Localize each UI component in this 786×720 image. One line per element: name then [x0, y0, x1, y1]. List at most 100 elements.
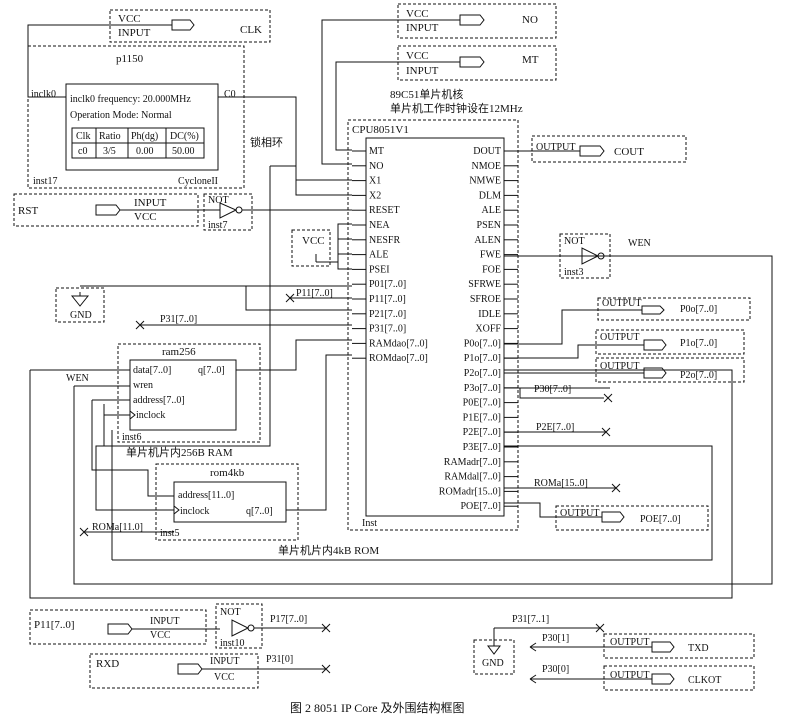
cpu-right-pin: NMWE [469, 176, 501, 187]
ram-clock-wire [103, 166, 271, 447]
clkot-label: CLKOT [688, 675, 721, 686]
pll-td-3: 50.00 [172, 146, 195, 157]
pll-inclk-port: inclk0 [31, 89, 56, 100]
output-label: OUTPUT [600, 361, 639, 372]
rom-pin-inclock: inclock [180, 506, 209, 517]
cpu-core: CPU8051V1 Inst MTNOX1X2RESETNEANESFRALEP… [347, 119, 519, 531]
rom-block: rom4kb address[11..0] inclock q[7..0] in… [155, 463, 379, 557]
not-label: NOT [564, 236, 585, 247]
vcc-label: VCC [150, 630, 171, 641]
cpu-right-pin: P3o[7..0] [464, 383, 501, 394]
txd-output: OUTPUT TXD P30[1] [529, 633, 755, 659]
pll-title: p1150 [116, 53, 144, 65]
p1o-label: P1o[7..0] [680, 338, 717, 349]
pll-th-0: Clk [76, 131, 90, 142]
cpu-inst: Inst [362, 518, 377, 529]
figure-caption: 图 2 8051 IP Core 及外围结构框图 [290, 700, 465, 715]
cpu-right-pin: DOUT [473, 146, 501, 157]
output-label: OUTPUT [602, 298, 641, 309]
clk-label: CLK [240, 24, 262, 36]
output-label: OUTPUT [610, 670, 649, 681]
txd-label: TXD [688, 643, 709, 654]
address-wire [91, 399, 174, 497]
cpu-right-pin: P3E[7..0] [463, 442, 501, 453]
cpu-left-pin: RESET [369, 205, 400, 216]
poe-output: OUTPUT POE[7..0] [504, 502, 709, 531]
no-label: NO [522, 14, 538, 26]
pll-mode-text: Operation Mode: Normal [70, 110, 172, 121]
rom-pin-address: address[11..0] [178, 490, 234, 501]
rst-input: RST INPUT VCC [13, 193, 199, 227]
vcc-label: VCC [134, 211, 157, 223]
p11-input-label: P11[7..0] [34, 619, 75, 631]
pll-c0-port: C0 [224, 89, 236, 100]
ram-note: 单片机片内256B RAM [126, 445, 233, 459]
cpu-right-pin: DLM [479, 190, 501, 201]
core-note-2: 单片机工作时钟设在12MHz [390, 101, 523, 115]
not-label: NOT [208, 195, 229, 206]
rxd-input: RXD INPUT VCC P31[0] [89, 653, 331, 689]
cpu-right-pin: RAMadr[7..0] [444, 457, 501, 468]
gnd-label: GND [482, 658, 504, 669]
cpu-right-pin: XOFF [475, 324, 501, 335]
mt-label: MT [522, 54, 539, 66]
ram-pin-address: address[7..0] [133, 395, 185, 406]
clk-input: VCC INPUT CLK [109, 9, 271, 43]
cpu-left-pin: NO [369, 161, 383, 172]
p1o-output: OUTPUT P1o[7..0] [504, 329, 745, 359]
rom-title: rom4kb [210, 467, 245, 479]
vcc-label: VCC [118, 13, 141, 25]
p31-0-label: P31[0] [266, 654, 293, 665]
cpu-right-pin: PSEN [477, 220, 501, 231]
cpu-right-pin: FWE [480, 250, 501, 261]
cpu-right-pin: P1E[7..0] [463, 412, 501, 423]
cpu-left-pin: MT [369, 146, 384, 157]
ramdao-wire [236, 339, 352, 371]
p31-signal-label: P31[7..0] [160, 314, 197, 325]
c0-wire [218, 96, 352, 181]
rom-pin-q: q[7..0] [246, 506, 273, 517]
cpu-left-pin: P11[7..0] [369, 294, 406, 305]
cpu-right-pin: SFROE [470, 294, 501, 305]
wen-left-label: WEN [66, 373, 89, 384]
pll-freq-text: inclk0 frequency: 20.000MHz [70, 94, 191, 105]
pll-th-3: DC(%) [170, 131, 199, 142]
input-label: INPUT [134, 197, 167, 209]
p30-signal-label: P30[7..0] [534, 384, 571, 395]
cpu-title: CPU8051V1 [352, 124, 409, 136]
ram-pin-q: q[7..0] [198, 365, 225, 376]
pll-inst: inst17 [33, 176, 57, 187]
ram-pin-inclock: inclock [136, 410, 165, 421]
cpu-left-pin: RAMdao[7..0] [369, 338, 428, 349]
p11-signal-label: P11[7..0] [296, 288, 333, 299]
cpu-right-pin: IDLE [478, 309, 501, 320]
input-label: INPUT [406, 22, 439, 34]
p31-71-label: P31[7..1] [512, 614, 549, 625]
not-gate-inst10: NOT inst10 P17[7..0] [215, 603, 331, 649]
cpu-right-pin: P2E[7..0] [463, 427, 501, 438]
cpu-right-pin: ALE [482, 205, 501, 216]
cpu-left-pin: PSEI [369, 264, 390, 275]
cpu-right-pin: FOE [482, 264, 501, 275]
p2e-signal-label: P2E[7..0] [536, 422, 574, 433]
ram-block: ram256 data[7..0] wren address[7..0] inc… [117, 343, 261, 459]
x2-wire [295, 180, 352, 196]
output-label: OUTPUT [600, 332, 639, 343]
no-wire [321, 19, 404, 165]
gnd-upper: GND [55, 285, 352, 323]
inst3-label: inst3 [564, 267, 583, 278]
ram-inst: inst6 [122, 432, 141, 443]
cpu-left-pin: P21[7..0] [369, 309, 406, 320]
ram-title: ram256 [162, 346, 196, 358]
input-label: INPUT [210, 656, 239, 667]
p0o-label: P0o[7..0] [680, 304, 717, 315]
pll-td-0: c0 [78, 146, 87, 157]
roma15-label: ROMa[15..0] [534, 478, 588, 489]
cout-output: OUTPUT COUT [504, 135, 687, 163]
pll-annotation: 锁相环 [250, 135, 283, 149]
ram-pin-data: data[7..0] [133, 365, 171, 376]
clk-wire [27, 24, 116, 98]
rst-label: RST [18, 205, 38, 217]
cpu-right-pins: DOUTNMOENMWEDLMALEPSENALENFWEFOESFRWESFR… [439, 146, 518, 512]
